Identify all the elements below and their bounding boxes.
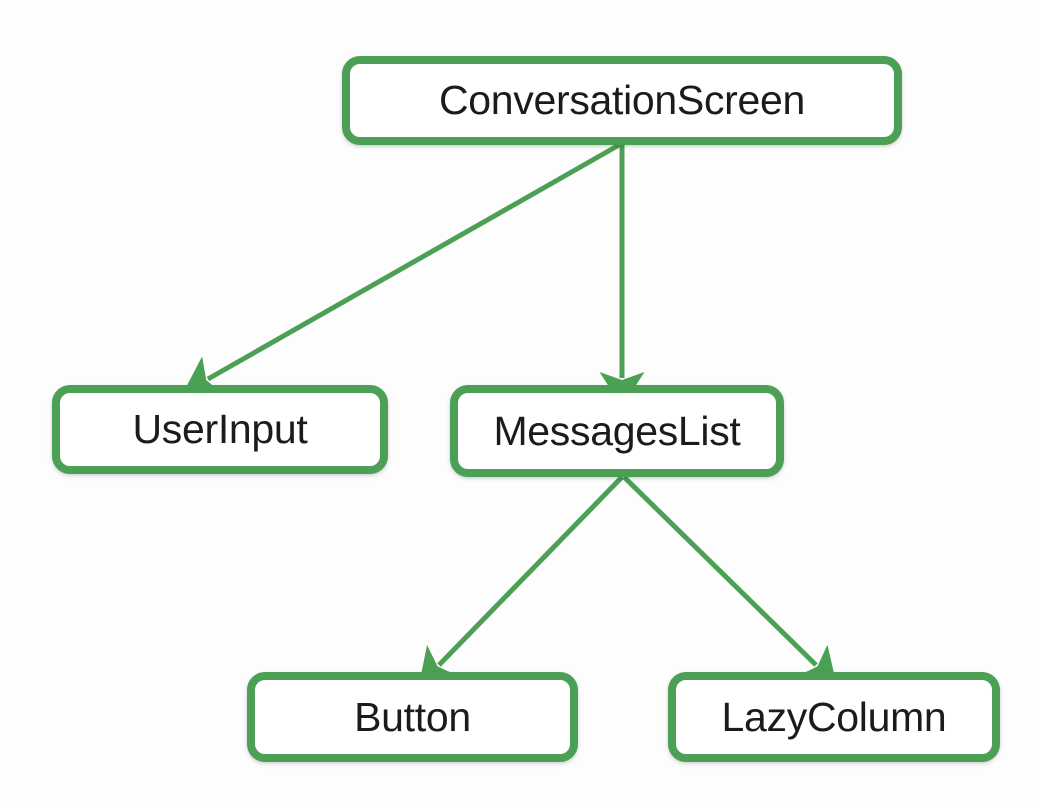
edge-messageslist-button: [418, 475, 624, 686]
node-conversationscreen[interactable]: ConversationScreen: [342, 56, 902, 145]
node-label: UserInput: [132, 406, 308, 452]
edge-messageslist-lazycolumn: [622, 475, 837, 686]
node-label: MessagesList: [493, 407, 741, 454]
node-label: ConversationScreen: [438, 77, 806, 123]
node-messageslist[interactable]: MessagesList: [450, 385, 784, 477]
edge-conversationscreen-userinput: [182, 142, 621, 396]
node-userinput[interactable]: UserInput: [52, 385, 388, 474]
node-lazycolumn[interactable]: LazyColumn: [668, 672, 1000, 762]
node-button[interactable]: Button: [247, 672, 578, 762]
node-label: Button: [354, 693, 471, 740]
node-label: LazyColumn: [721, 693, 947, 740]
